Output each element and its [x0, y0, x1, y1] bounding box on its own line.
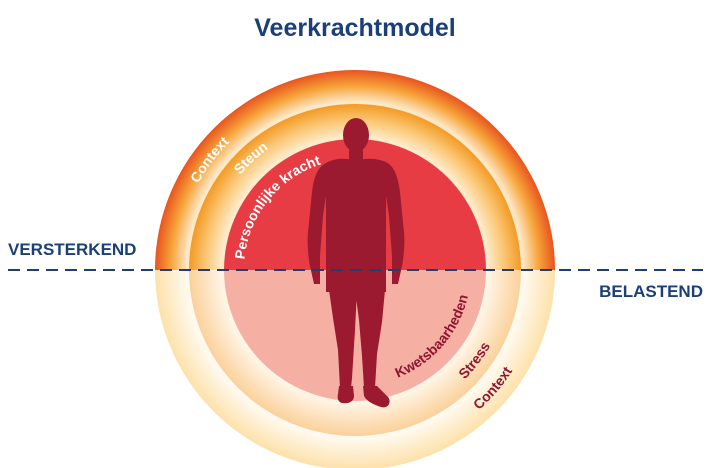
inner-circle-bottom — [224, 270, 486, 401]
label-burdening: BELASTEND — [599, 282, 703, 301]
burdening-half — [155, 270, 555, 468]
person-silhouette — [307, 118, 405, 408]
diagram-title: Veerkrachtmodel — [254, 14, 456, 42]
label-strengthening: VERSTERKEND — [8, 240, 136, 259]
